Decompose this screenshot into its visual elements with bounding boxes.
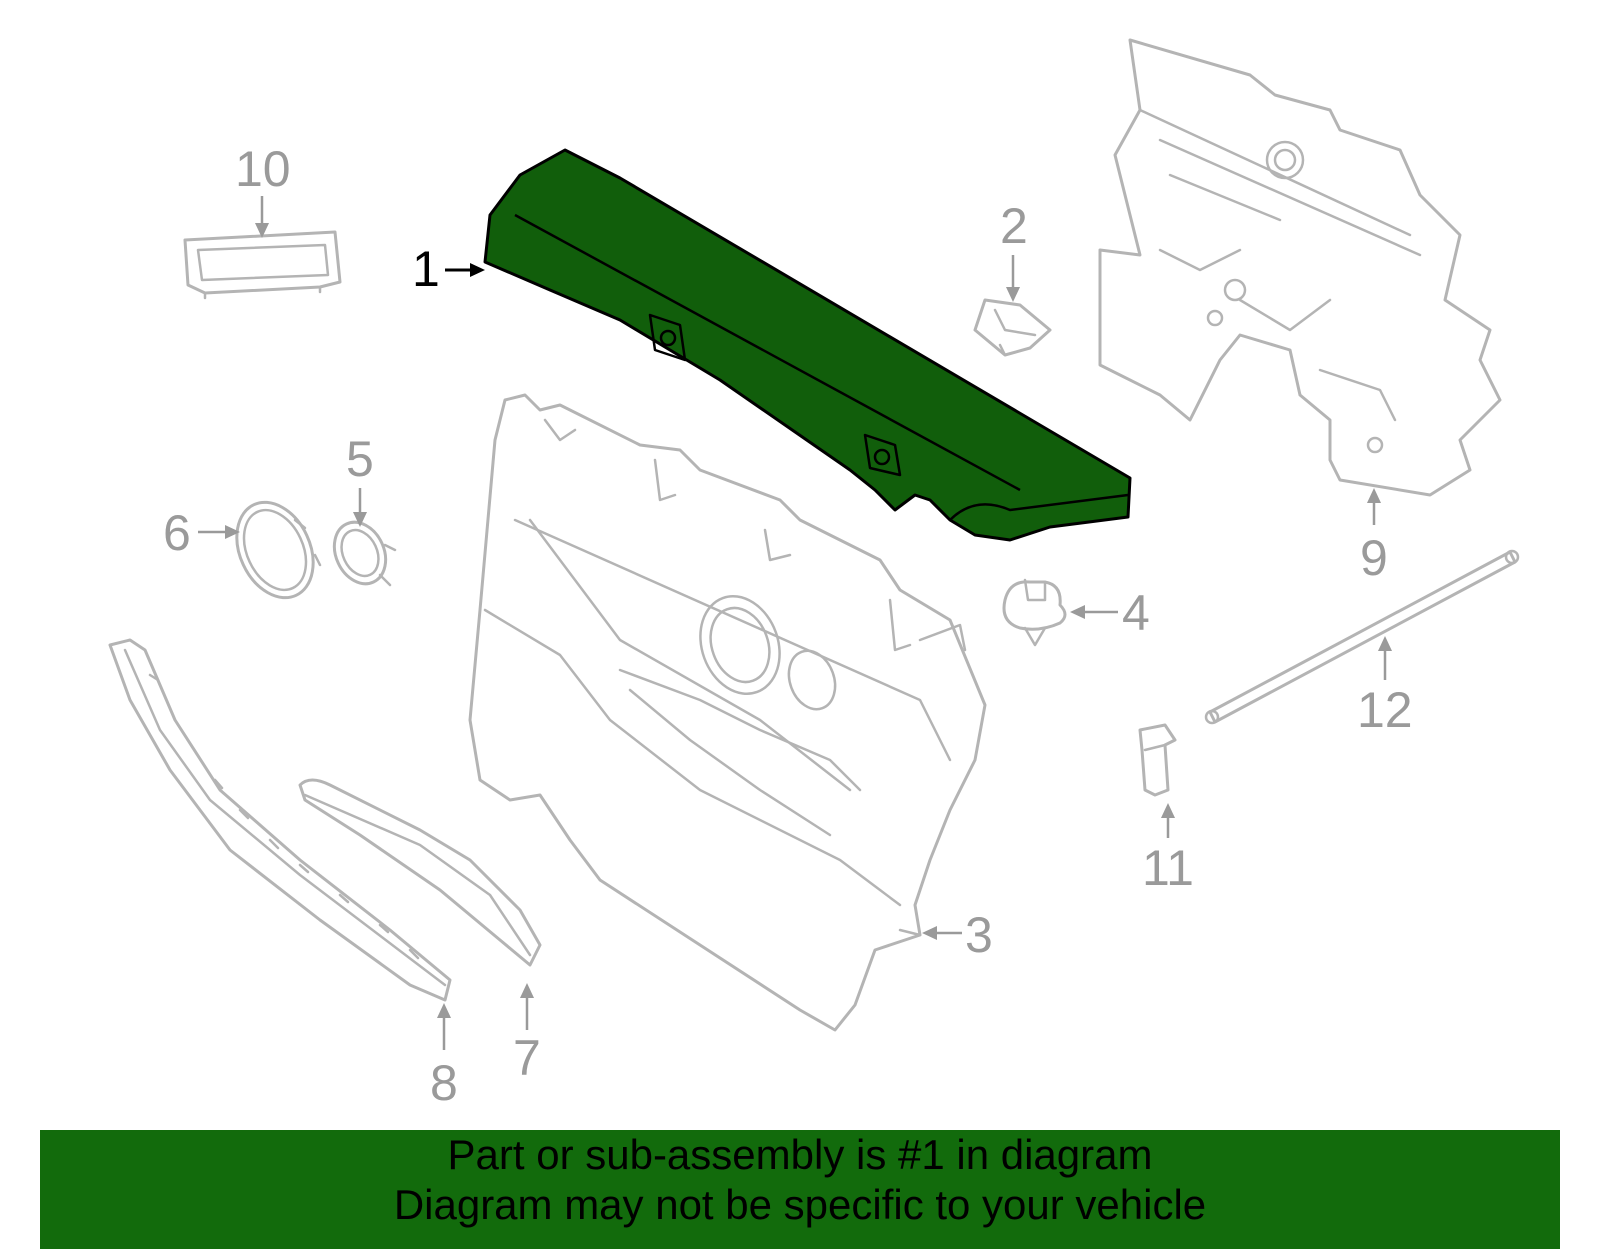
part-2-clip[interactable] (973, 298, 1052, 357)
callout-11: 11 (1142, 803, 1194, 896)
callout-1: 1 (412, 241, 485, 297)
callout-9: 9 (1360, 488, 1388, 586)
callout-4-number: 4 (1122, 585, 1150, 641)
callout-11-number: 11 (1142, 840, 1194, 896)
callout-3-number: 3 (965, 907, 993, 963)
part-11-clip[interactable] (1138, 723, 1177, 797)
part-10-switch-bezel[interactable] (183, 230, 342, 300)
callout-6-number: 6 (163, 505, 191, 561)
callout-5-number: 5 (346, 431, 374, 487)
callout-8-number: 8 (430, 1055, 458, 1111)
callout-3: 3 (922, 907, 993, 963)
part-5-speaker-grille[interactable] (325, 514, 397, 592)
callout-8: 8 (430, 1003, 458, 1111)
callout-2: 2 (1000, 198, 1028, 302)
banner-line-1: Part or sub-assembly is #1 in diagram (447, 1131, 1153, 1178)
part-1-upper-trim-panel[interactable] (483, 148, 1132, 542)
callout-4: 4 (1070, 585, 1150, 641)
part-9-door-inner-frame[interactable] (1098, 38, 1502, 497)
callout-12-number: 12 (1357, 682, 1413, 738)
callout-12: 12 (1357, 636, 1413, 738)
part-8-trim-strip[interactable] (108, 638, 452, 1002)
info-banner: Part or sub-assembly is #1 in diagram Di… (40, 1130, 1560, 1249)
callout-6: 6 (163, 505, 240, 561)
part-7-armrest-pad[interactable] (298, 778, 542, 967)
callout-10: 10 (235, 141, 291, 238)
part-12-weatherstrip[interactable] (1204, 549, 1520, 725)
callout-1-number: 1 (412, 241, 440, 297)
callout-10-number: 10 (235, 141, 291, 197)
part-3-door-trim-panel[interactable] (468, 393, 987, 1032)
banner-line-2: Diagram may not be specific to your vehi… (393, 1181, 1207, 1228)
parts-diagram: 1 2 3 4 5 6 7 8 9 (108, 38, 1520, 1111)
callout-7-number: 7 (513, 1030, 541, 1086)
part-6-speaker-ring[interactable] (222, 490, 328, 610)
callout-7: 7 (513, 983, 541, 1086)
callout-2-number: 2 (1000, 198, 1028, 254)
part-4-push-fastener[interactable] (1002, 578, 1067, 647)
callout-5: 5 (346, 431, 374, 527)
callout-9-number: 9 (1360, 530, 1388, 586)
